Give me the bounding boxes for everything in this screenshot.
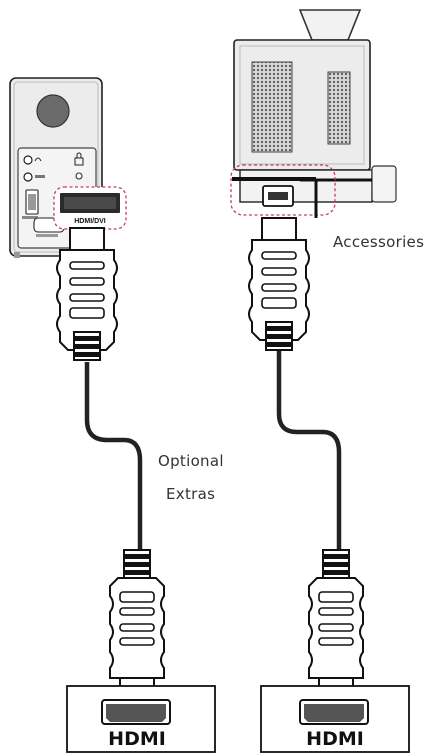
strain-ring (74, 344, 100, 349)
connector-grip (261, 297, 297, 309)
connector-grip (69, 277, 105, 286)
callout-optional: Optional (158, 452, 224, 470)
hdmi-port-highlight-right (230, 164, 336, 218)
av-in-jack (23, 172, 45, 182)
strain-ring (74, 352, 100, 357)
lens-icon (36, 94, 70, 128)
plug-tip (261, 217, 297, 241)
connector-grip (318, 607, 354, 616)
strain-ring (323, 570, 349, 575)
connector-grip (261, 267, 297, 276)
hdmi-port-highlight: HDMI/DVI (53, 186, 127, 230)
strain-ring (124, 562, 150, 567)
connector-grip (69, 261, 105, 270)
strain-ring (323, 554, 349, 559)
right-bottom-hdmi-connector (308, 549, 364, 699)
connector-grip (318, 637, 354, 646)
plug-tip (69, 227, 105, 251)
connector-grip (318, 623, 354, 632)
strain-ring (323, 562, 349, 567)
left-hdmi-label: HDMI (108, 728, 166, 750)
vent-grille-right (327, 71, 351, 145)
connector-grip (261, 283, 297, 292)
strain-ring (124, 570, 150, 575)
strain-ring (266, 334, 292, 339)
connector-grip (119, 607, 155, 616)
strain-ring (266, 342, 292, 347)
strain-ring (266, 326, 292, 331)
right-cable (276, 350, 342, 552)
left-top-hdmi-connector (56, 227, 118, 361)
port-label: HDMI/DVI (74, 218, 106, 225)
right-device (233, 9, 397, 203)
connector-grip (119, 637, 155, 646)
connector-body (56, 249, 118, 351)
connector-grip (119, 591, 155, 603)
headphone-jack (23, 155, 42, 165)
connector-body (308, 577, 364, 679)
connector-body (248, 239, 310, 341)
connector-grip (119, 623, 155, 632)
connector-grip (69, 293, 105, 302)
strain-ring (124, 554, 150, 559)
left-hdmi-device: HDMI (66, 685, 216, 753)
lock-icon (74, 152, 84, 180)
vent-grille-left (251, 61, 293, 153)
left-bottom-hdmi-connector (109, 549, 165, 699)
left-cable (84, 362, 143, 552)
callout-extras: Extras (166, 485, 216, 503)
right-top-hdmi-connector (248, 217, 310, 351)
right-hdmi-device: HDMI (260, 685, 410, 753)
connector-grip (318, 591, 354, 603)
connector-grip (261, 251, 297, 260)
connector-body (109, 577, 165, 679)
connector-grip (69, 307, 105, 319)
right-hdmi-label: HDMI (306, 728, 364, 750)
callout-accessories: Accessories (333, 233, 425, 251)
strain-ring (74, 336, 100, 341)
